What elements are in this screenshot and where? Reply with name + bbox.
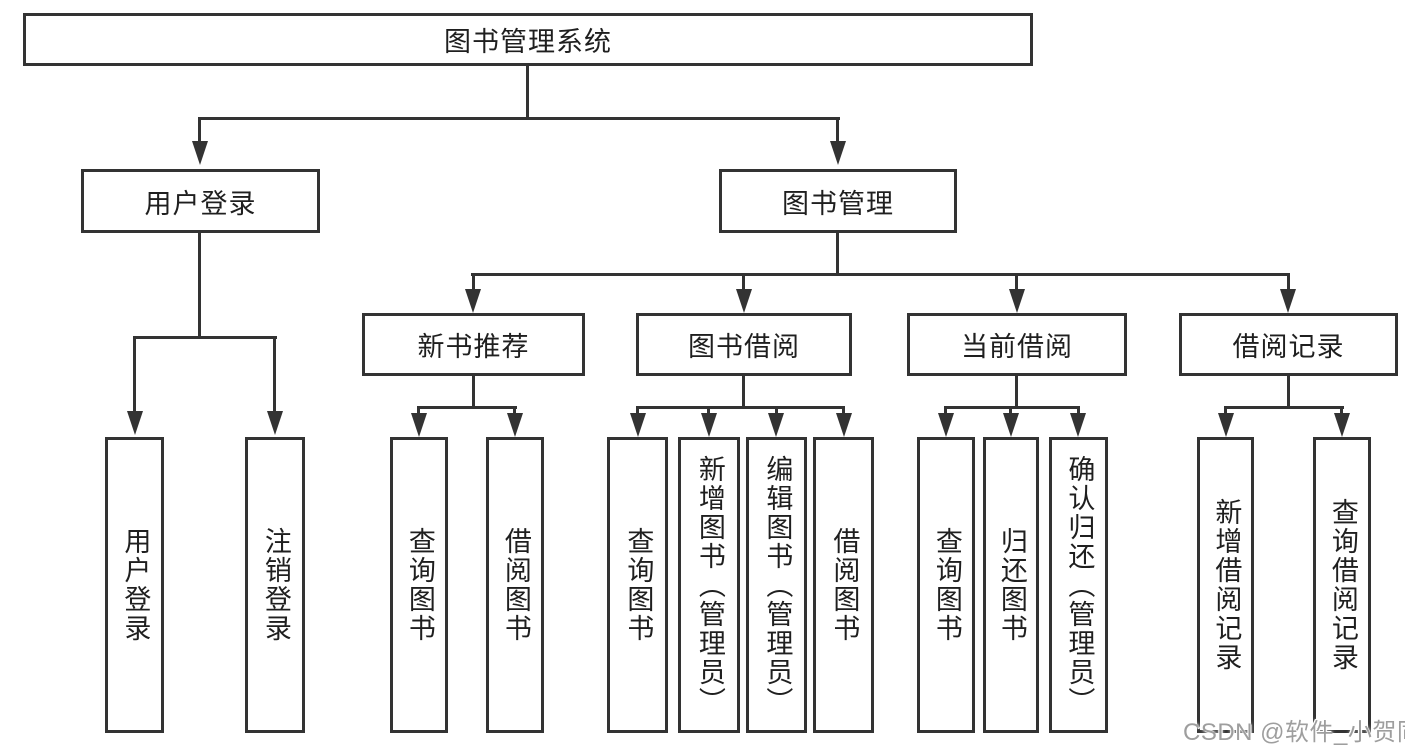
connector-line (1287, 376, 1290, 409)
arrow-down-icon (267, 411, 283, 435)
connector-line (198, 233, 201, 339)
arrow-down-icon (127, 411, 143, 435)
node-bb-add-books-admin: 新增图书（管理员） (678, 437, 740, 733)
connector-line (1224, 406, 1227, 415)
node-user-login: 用户登录 (81, 169, 320, 233)
arrow-down-icon (938, 413, 954, 437)
node-bb-borrow-books: 借阅图书 (813, 437, 874, 733)
node-cb-query-books: 查询图书 (917, 437, 975, 733)
connector-line (836, 117, 839, 144)
node-br-query-record-label: 查询借阅记录 (1327, 498, 1358, 672)
arrow-down-icon (830, 141, 846, 165)
arrow-down-icon (411, 413, 427, 437)
node-bb-borrow-books-label: 借阅图书 (829, 527, 860, 643)
node-bb-edit-books-admin: 编辑图书（管理员） (746, 437, 807, 733)
arrow-down-icon (630, 413, 646, 437)
connector-line (471, 273, 1290, 276)
node-nb-query-books-label: 查询图书 (404, 527, 435, 643)
watermark-text: CSDN @软件_小贺同学 (1183, 719, 1405, 746)
connector-line (742, 376, 745, 409)
node-br-query-record: 查询借阅记录 (1313, 437, 1371, 733)
connector-line (1340, 406, 1343, 415)
arrow-down-icon (192, 141, 208, 165)
arrow-down-icon (1280, 289, 1296, 313)
node-bb-query-books: 查询图书 (607, 437, 668, 733)
node-logout-leaf-label: 注销登录 (260, 527, 291, 643)
connector-line (944, 406, 1080, 409)
connector-line (775, 406, 778, 415)
node-br-add-record: 新增借阅记录 (1197, 437, 1254, 733)
connector-line (836, 233, 839, 276)
connector-line (1224, 406, 1344, 409)
connector-line (273, 336, 276, 413)
node-bb-edit-books-admin-label: 编辑图书（管理员） (762, 454, 793, 716)
connector-line (1287, 273, 1290, 291)
arrow-down-icon (1218, 413, 1234, 437)
node-user-login-leaf: 用户登录 (105, 437, 164, 733)
node-br-add-record-label: 新增借阅记录 (1211, 498, 1242, 672)
connector-line (198, 117, 840, 120)
connector-line (472, 273, 475, 291)
node-nb-borrow-books-label: 借阅图书 (500, 527, 531, 643)
connector-line (1009, 406, 1012, 415)
node-bb-query-books-label: 查询图书 (623, 527, 654, 643)
node-cb-return-books: 归还图书 (983, 437, 1039, 733)
node-nb-borrow-books: 借阅图书 (486, 437, 544, 733)
node-book-borrowing: 图书借阅 (636, 313, 852, 376)
node-cb-query-books-label: 查询图书 (931, 527, 962, 643)
node-cb-return-books-label: 归还图书 (996, 527, 1027, 643)
connector-line (417, 406, 420, 415)
connector-line (472, 376, 475, 409)
arrow-down-icon (836, 413, 852, 437)
connector-line (636, 406, 845, 409)
connector-line (526, 66, 529, 118)
node-new-book-recommendation: 新书推荐 (362, 313, 585, 376)
connector-line (513, 406, 516, 415)
connector-line (742, 273, 745, 291)
node-bb-add-books-admin-label: 新增图书（管理员） (694, 454, 725, 716)
node-root: 图书管理系统 (23, 13, 1033, 66)
arrow-down-icon (465, 289, 481, 313)
node-book-management: 图书管理 (719, 169, 957, 233)
arrow-down-icon (1003, 413, 1019, 437)
node-borrowing-records: 借阅记录 (1179, 313, 1398, 376)
arrow-down-icon (1070, 413, 1086, 437)
connector-line (636, 406, 639, 415)
connector-line (944, 406, 947, 415)
connector-line (1015, 273, 1018, 291)
arrow-down-icon (1009, 289, 1025, 313)
connector-line (133, 336, 277, 339)
connector-line (133, 336, 136, 413)
connector-line (842, 406, 845, 415)
node-cb-confirm-return-admin: 确认归还（管理员） (1049, 437, 1108, 733)
node-current-borrowing: 当前借阅 (907, 313, 1127, 376)
connector-line (198, 117, 201, 144)
arrow-down-icon (507, 413, 523, 437)
connector-line (707, 406, 710, 415)
arrow-down-icon (1334, 413, 1350, 437)
connector-line (1015, 376, 1018, 409)
node-cb-confirm-return-admin-label: 确认归还（管理员） (1064, 454, 1095, 716)
arrow-down-icon (701, 413, 717, 437)
connector-line (417, 406, 517, 409)
node-user-login-leaf-label: 用户登录 (120, 527, 151, 643)
connector-line (1077, 406, 1080, 415)
arrow-down-icon (736, 289, 752, 313)
node-logout-leaf: 注销登录 (245, 437, 305, 733)
arrow-down-icon (768, 413, 784, 437)
node-nb-query-books: 查询图书 (390, 437, 448, 733)
